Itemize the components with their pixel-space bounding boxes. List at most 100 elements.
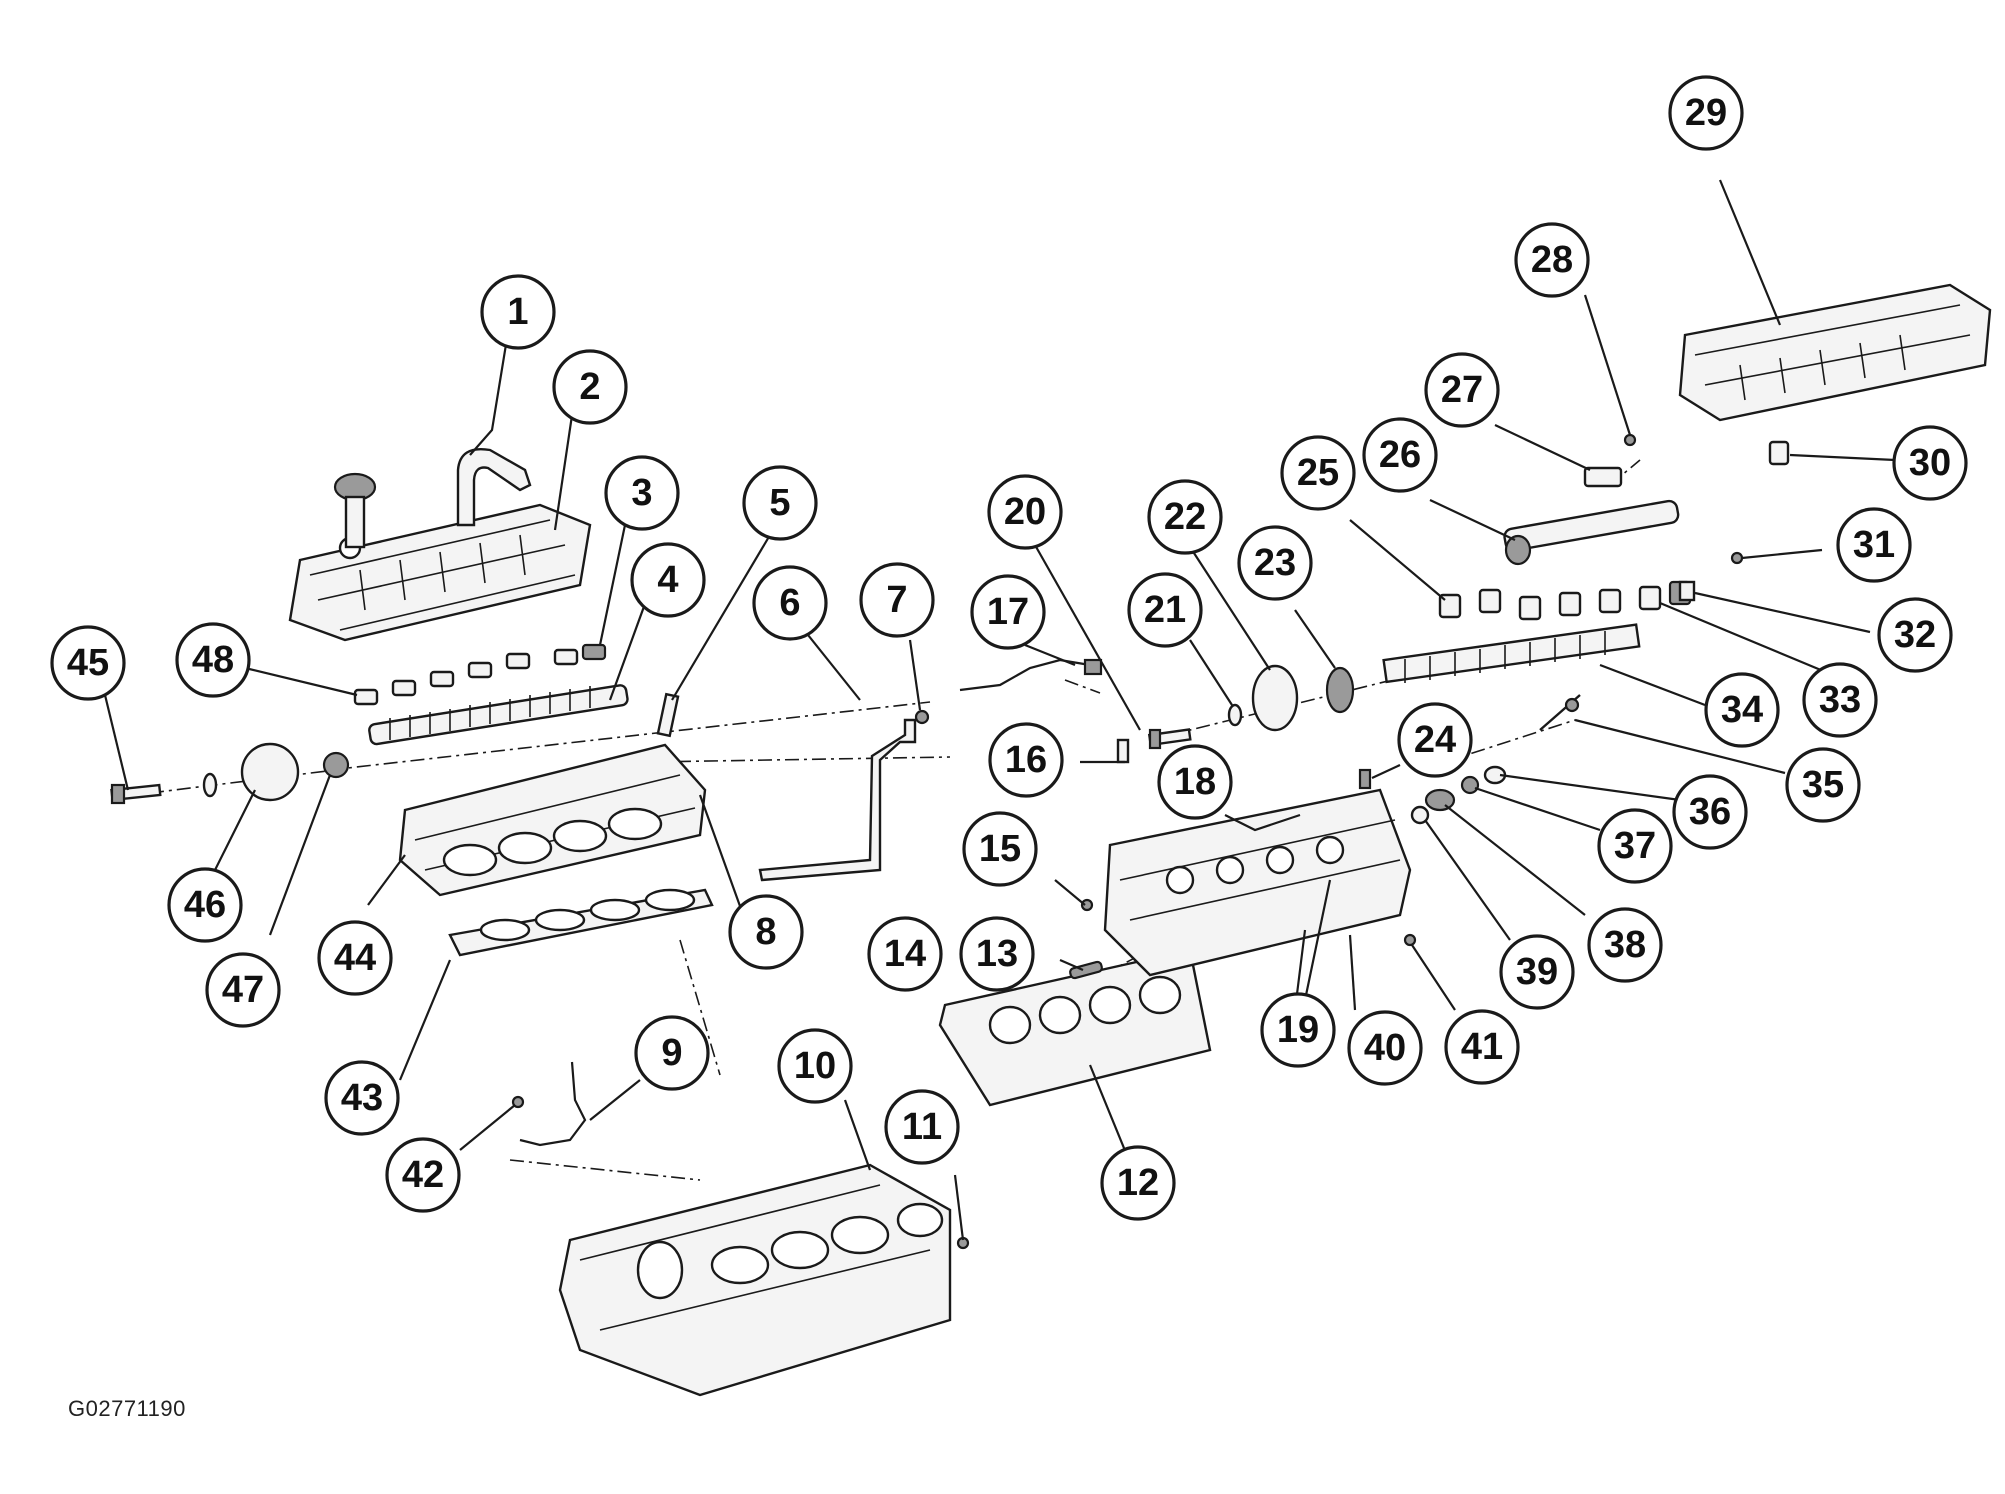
- callout-15: 15: [962, 811, 1038, 887]
- spark-plug-right: [1069, 960, 1103, 980]
- callout-47: 47: [205, 952, 281, 1028]
- callout-28: 28: [1514, 222, 1590, 298]
- callout-7: 7: [859, 562, 935, 638]
- callout-bubbles: 1 2 3 4 5 6 7 8 9 10 11 12 13 14 15 16 1…: [50, 75, 1968, 1221]
- svg-text:11: 11: [902, 1106, 942, 1148]
- svg-text:18: 18: [1174, 761, 1216, 803]
- svg-text:25: 25: [1297, 452, 1339, 494]
- svg-text:15: 15: [979, 828, 1021, 870]
- camshaft-left: [368, 684, 629, 746]
- callout-34: 34: [1704, 672, 1780, 748]
- callout-29: 29: [1668, 75, 1744, 151]
- spark-plug-left: [656, 692, 680, 738]
- callout-32: 32: [1877, 597, 1953, 673]
- dowel-15: [1080, 898, 1094, 912]
- svg-text:31: 31: [1853, 524, 1895, 566]
- svg-text:33: 33: [1819, 679, 1861, 721]
- callout-39: 39: [1499, 934, 1575, 1010]
- callout-43: 43: [324, 1060, 400, 1136]
- sensor-bolt: [1116, 738, 1130, 764]
- oil-filler-cap: [333, 472, 377, 549]
- leader-lines: [103, 179, 1896, 1241]
- callout-23: 23: [1237, 525, 1313, 601]
- head-gasket-left: [448, 888, 714, 957]
- callout-4: 4: [630, 542, 706, 618]
- head-gasket-right: [938, 948, 1212, 1107]
- valve-cover-right: [1678, 283, 1992, 422]
- timing-sprocket-right: [1251, 664, 1299, 732]
- svg-text:35: 35: [1802, 764, 1844, 806]
- callout-1: 1: [480, 274, 556, 350]
- callout-40: 40: [1347, 1010, 1423, 1086]
- sensor-wire: [959, 658, 1091, 692]
- callout-27: 27: [1424, 352, 1500, 428]
- callout-8: 8: [728, 894, 804, 970]
- clip-30: [1768, 440, 1790, 466]
- cylinder-head-right: [1103, 788, 1412, 977]
- bolt-19: [1303, 879, 1332, 1001]
- svg-text:42: 42: [402, 1154, 444, 1196]
- svg-text:20: 20: [1004, 491, 1046, 533]
- tensioner-shaft: [1503, 499, 1680, 566]
- callout-11: 11: [884, 1089, 960, 1165]
- callout-42: 42: [385, 1137, 461, 1213]
- callout-35: 35: [1785, 747, 1861, 823]
- callout-9: 9: [634, 1015, 710, 1091]
- callout-46: 46: [167, 867, 243, 943]
- svg-text:28: 28: [1531, 239, 1573, 281]
- svg-text:43: 43: [341, 1077, 383, 1119]
- callout-36: 36: [1672, 774, 1748, 850]
- svg-text:21: 21: [1144, 589, 1186, 631]
- svg-text:2: 2: [579, 366, 600, 408]
- svg-text:5: 5: [769, 482, 790, 524]
- svg-text:46: 46: [184, 884, 226, 926]
- camshaft-bolt-right: [1147, 728, 1192, 750]
- svg-text:40: 40: [1364, 1027, 1406, 1069]
- callout-48: 48: [175, 622, 251, 698]
- rocker-arms-right: [1438, 580, 1692, 621]
- svg-text:6: 6: [779, 582, 800, 624]
- pcv-hose: [456, 448, 532, 527]
- svg-text:10: 10: [794, 1045, 836, 1087]
- svg-text:9: 9: [661, 1032, 682, 1074]
- bolt-31: [1730, 551, 1744, 565]
- callout-30: 30: [1892, 425, 1968, 501]
- svg-text:47: 47: [222, 969, 264, 1011]
- callout-5: 5: [742, 465, 818, 541]
- svg-text:38: 38: [1604, 924, 1646, 966]
- callout-10: 10: [777, 1028, 853, 1104]
- callout-22: 22: [1147, 479, 1223, 555]
- callout-38: 38: [1587, 907, 1663, 983]
- callout-2: 2: [552, 349, 628, 425]
- callout-16: 16: [988, 722, 1064, 798]
- svg-text:44: 44: [334, 937, 376, 979]
- callout-3: 3: [604, 455, 680, 531]
- svg-text:17: 17: [987, 591, 1029, 633]
- callout-41: 41: [1444, 1009, 1520, 1085]
- callout-25: 25: [1280, 435, 1356, 511]
- svg-text:45: 45: [67, 642, 109, 684]
- svg-text:29: 29: [1685, 92, 1727, 134]
- valve-assembly: [1410, 694, 1581, 825]
- callout-37: 37: [1597, 808, 1673, 884]
- callout-21: 21: [1127, 572, 1203, 648]
- callout-33: 33: [1802, 662, 1878, 738]
- callout-18: 18: [1157, 744, 1233, 820]
- svg-text:7: 7: [886, 579, 907, 621]
- svg-text:48: 48: [192, 639, 234, 681]
- bracket-27: [1583, 466, 1623, 488]
- engine-block: [558, 1163, 952, 1397]
- rocker-arms-left: [353, 643, 607, 706]
- camshaft-bolt-left: [110, 783, 162, 805]
- tube-bolt: [914, 709, 930, 725]
- svg-text:23: 23: [1254, 542, 1296, 584]
- bolt-28: [1623, 433, 1637, 447]
- svg-text:8: 8: [755, 911, 776, 953]
- cam-gear: [1325, 666, 1355, 714]
- valve-cover-left: [288, 503, 592, 642]
- cam-sensor: [1083, 658, 1103, 676]
- timing-sprocket-left: [240, 742, 300, 802]
- svg-text:3: 3: [631, 472, 652, 514]
- svg-text:30: 30: [1909, 442, 1951, 484]
